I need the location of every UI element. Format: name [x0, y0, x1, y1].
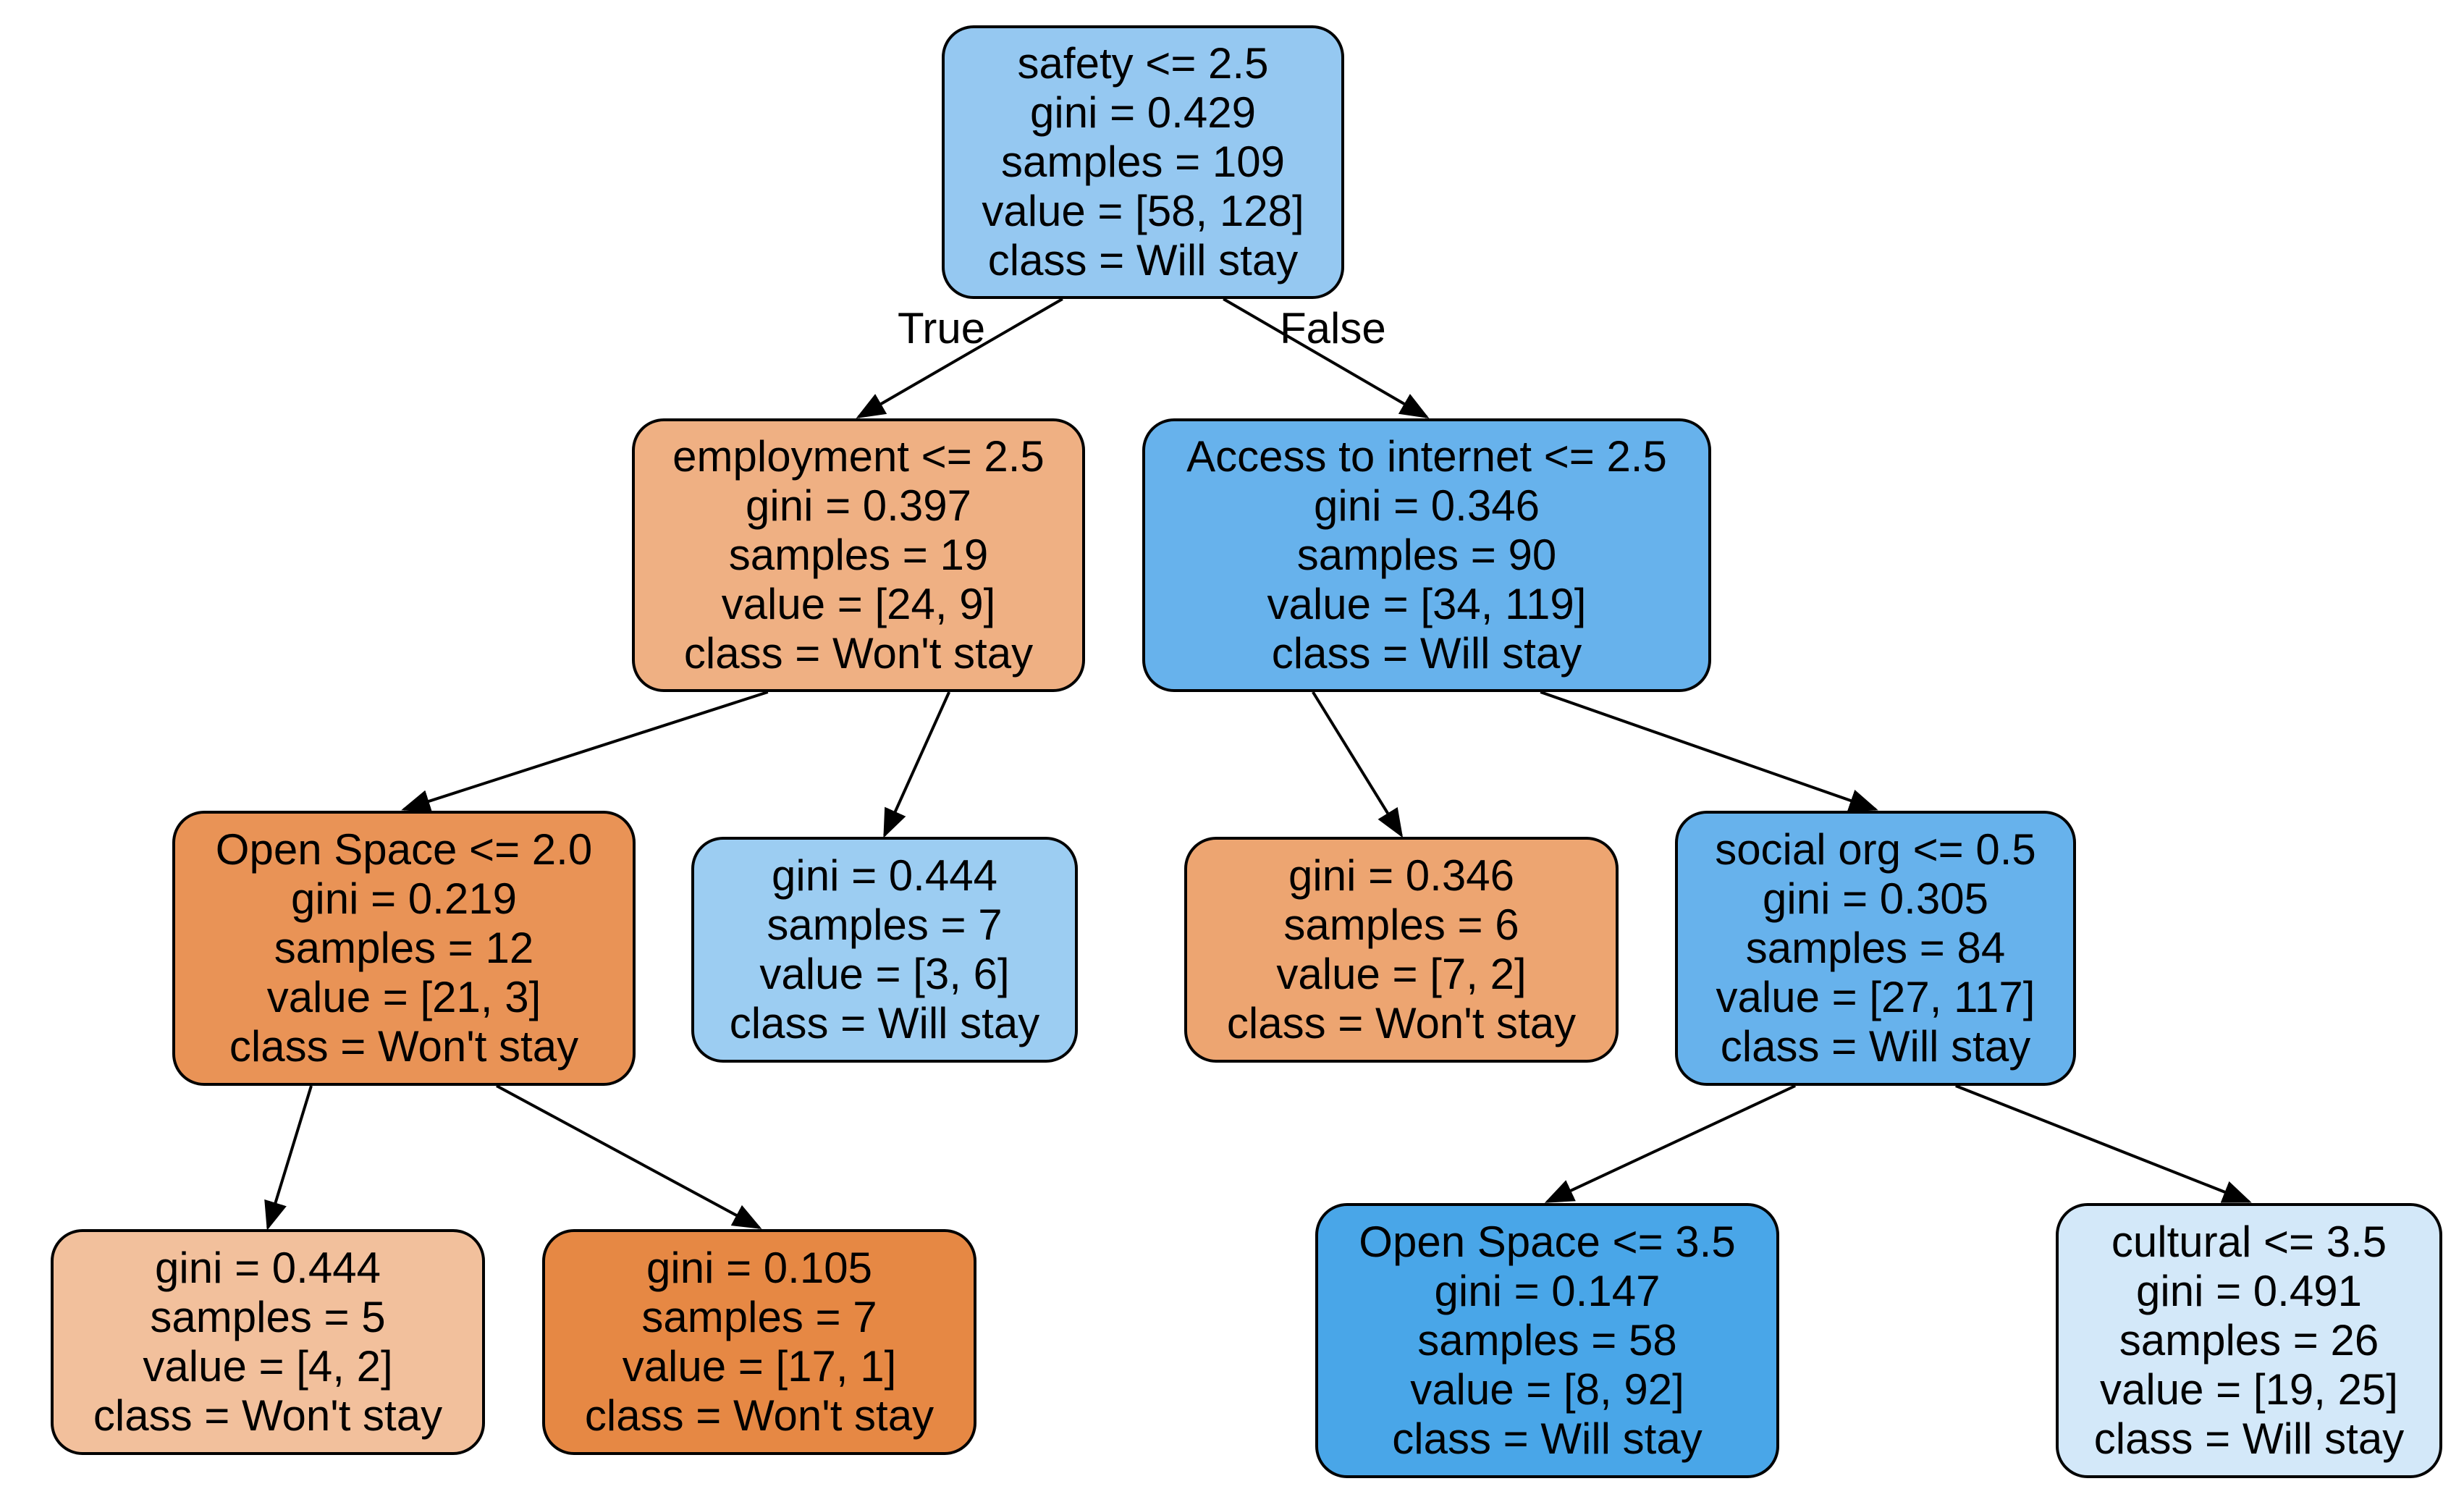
tree-edge-n1-n3: [401, 691, 769, 813]
node-line: gini = 0.397: [746, 481, 971, 530]
node-line: value = [24, 9]: [721, 580, 996, 628]
node-line: gini = 0.346: [1314, 481, 1540, 530]
node-line: Access to internet <= 2.5: [1186, 432, 1667, 481]
node-line: samples = 58: [1417, 1316, 1677, 1365]
true-edge-label: True: [898, 304, 986, 353]
tree-edge-n3-n8: [496, 1084, 762, 1229]
node-line: class = Will stay: [2093, 1414, 2405, 1463]
node-line: samples = 7: [641, 1293, 877, 1341]
node-line: samples = 19: [728, 531, 989, 579]
node-line: class = Won't stay: [683, 629, 1034, 678]
node-line: samples = 5: [150, 1293, 386, 1341]
node-line: class = Won't stay: [93, 1391, 443, 1440]
tree-edge-n3-n7: [264, 1085, 313, 1231]
node-line: value = [3, 6]: [759, 950, 1010, 998]
tree-edge-n6-n10: [1955, 1084, 2252, 1203]
node-line: gini = 0.491: [2136, 1267, 2362, 1315]
node-line: Open Space <= 3.5: [1359, 1218, 1736, 1266]
node-line: samples = 7: [767, 900, 1003, 949]
node-line: value = [8, 92]: [1410, 1365, 1684, 1414]
tree-edge-n2-n6: [1540, 691, 1878, 812]
node-line: gini = 0.444: [155, 1244, 381, 1292]
tree-edge-n1-n4: [883, 691, 951, 838]
node-line: value = [27, 117]: [1716, 973, 2035, 1021]
node-line: class = Will stay: [1720, 1022, 2031, 1071]
node-line: samples = 6: [1283, 900, 1519, 949]
node-line: value = [4, 2]: [143, 1342, 393, 1391]
node-line: value = [34, 119]: [1267, 580, 1587, 628]
node-line: samples = 109: [1001, 138, 1285, 186]
tree-edge-n0-n2: [1223, 298, 1430, 419]
node-line: class = Will stay: [1392, 1414, 1703, 1463]
node-line: gini = 0.105: [646, 1244, 872, 1292]
node-line: samples = 90: [1296, 531, 1557, 579]
node-line: value = [7, 2]: [1276, 950, 1527, 998]
false-edge-label: False: [1280, 304, 1386, 353]
tree-edge-n2-n5: [1312, 691, 1404, 838]
tree-edge-n0-n1: [856, 298, 1063, 419]
node-line: social org <= 0.5: [1715, 825, 2036, 874]
node-line: class = Will stay: [729, 999, 1040, 1047]
node-line: gini = 0.444: [772, 851, 997, 900]
node-line: class = Will stay: [987, 236, 1299, 284]
node-line: gini = 0.147: [1434, 1267, 1661, 1315]
node-line: value = [17, 1]: [622, 1342, 897, 1391]
node-line: samples = 84: [1745, 924, 2006, 972]
node-line: employment <= 2.5: [672, 432, 1045, 481]
node-line: class = Won't stay: [584, 1391, 934, 1440]
node-line: samples = 26: [2119, 1316, 2379, 1365]
node-line: value = [58, 128]: [982, 187, 1304, 235]
node-line: gini = 0.429: [1030, 88, 1256, 137]
tree-edge-n6-n9: [1544, 1084, 1797, 1203]
node-line: value = [19, 25]: [2100, 1365, 2398, 1414]
node-line: gini = 0.346: [1288, 851, 1514, 900]
node-line: class = Will stay: [1271, 629, 1582, 678]
node-line: Open Space <= 2.0: [215, 825, 593, 874]
node-line: class = Won't stay: [1226, 999, 1577, 1047]
node-line: value = [21, 3]: [266, 973, 541, 1021]
node-line: samples = 12: [274, 924, 534, 972]
node-line: safety <= 2.5: [1017, 39, 1269, 88]
node-line: class = Won't stay: [229, 1022, 579, 1071]
node-line: gini = 0.219: [291, 874, 517, 923]
node-line: gini = 0.305: [1763, 874, 1988, 923]
node-line: cultural <= 3.5: [2111, 1218, 2387, 1266]
